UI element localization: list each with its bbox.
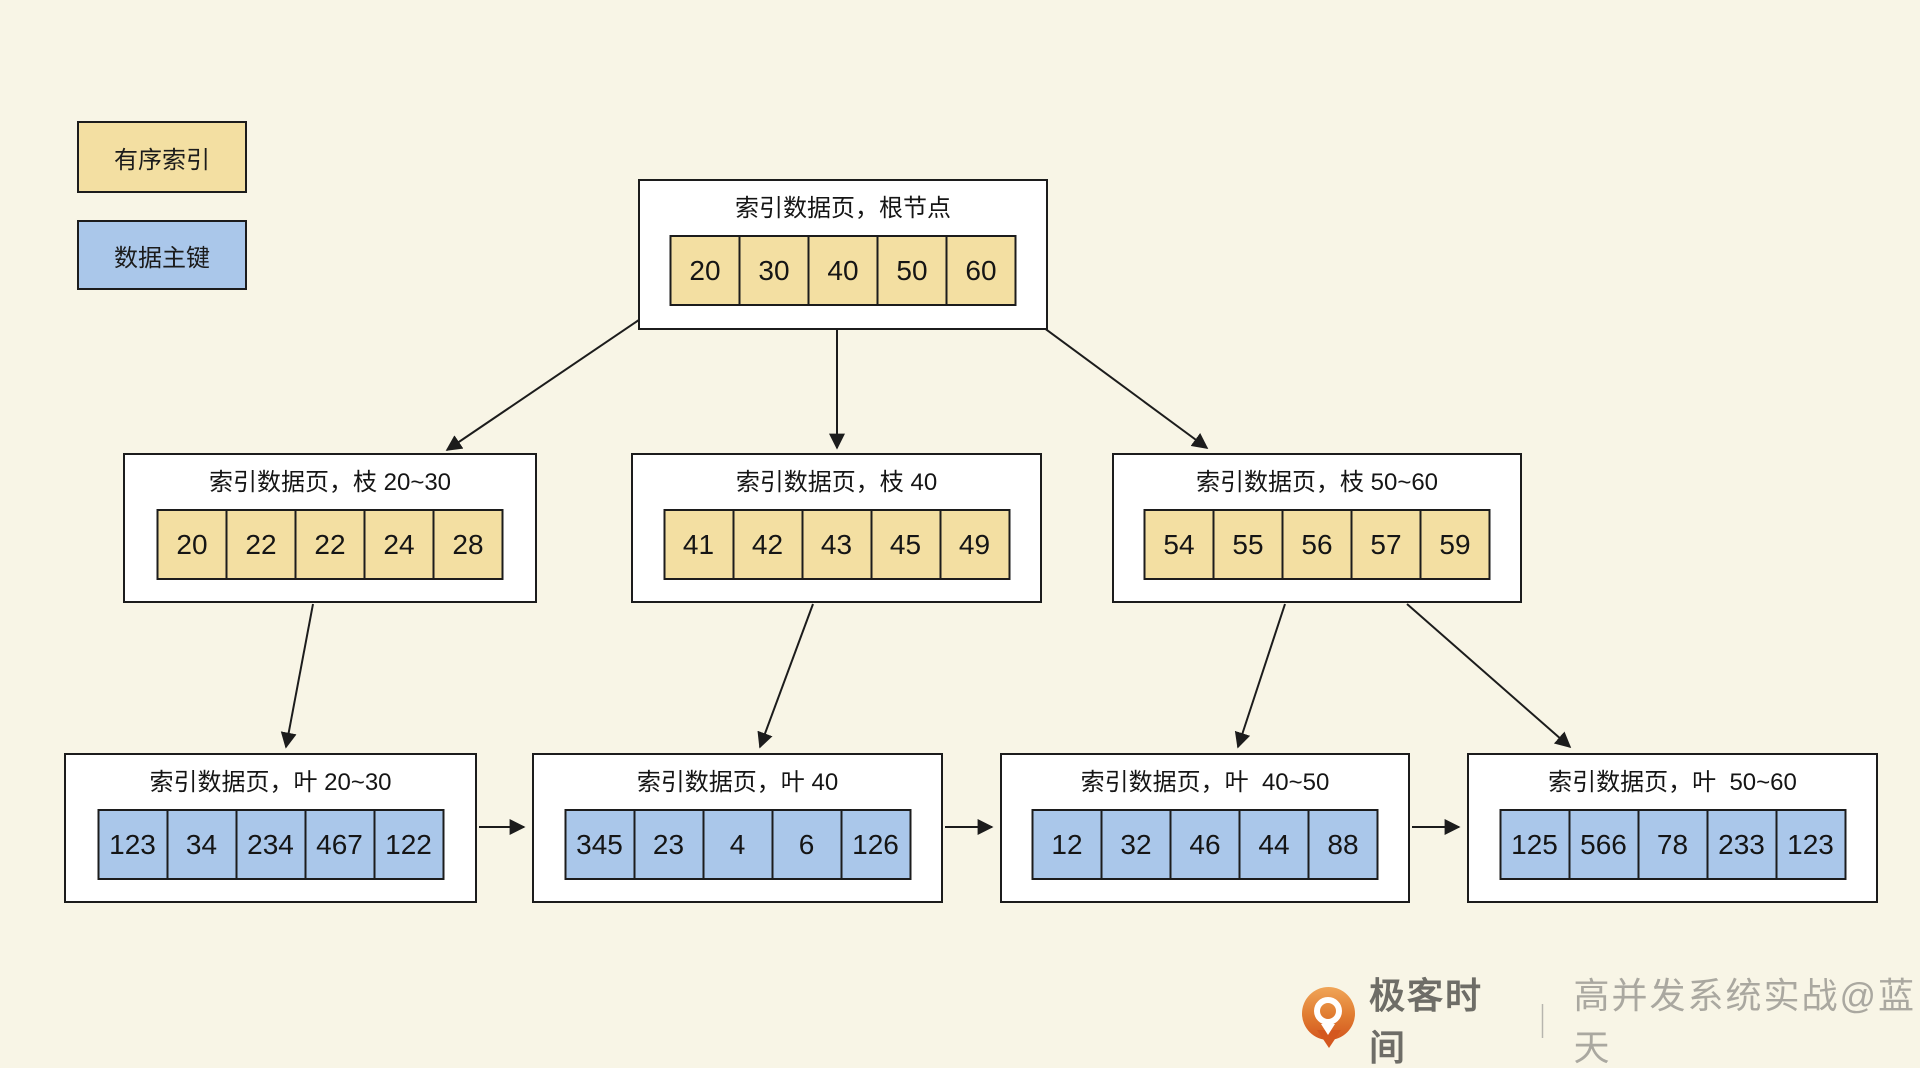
node-leaf-40-50-title: 索引数据页，叶 40~50 xyxy=(1080,769,1330,796)
primary-key-cell: 88 xyxy=(1307,809,1379,880)
index-cell: 54 xyxy=(1143,509,1215,580)
index-cell: 59 xyxy=(1419,509,1491,580)
index-cell: 56 xyxy=(1281,509,1353,580)
node-branch-50-60-cells: 54 55 56 57 59 xyxy=(1143,509,1491,580)
legend-primary-key-label: 数据主键 xyxy=(114,244,210,272)
primary-key-cell: 126 xyxy=(840,809,911,880)
node-leaf-20-30: 索引数据页，叶 20~30 123 34 234 467 122 xyxy=(64,753,477,903)
node-branch-40-cells: 41 42 43 45 49 xyxy=(663,509,1010,580)
index-cell: 30 xyxy=(738,235,810,306)
index-cell: 43 xyxy=(801,509,872,580)
watermark-separator: ｜ xyxy=(1525,1003,1560,1042)
primary-key-cell: 122 xyxy=(373,809,444,880)
node-branch-50-60: 索引数据页，枝 50~60 54 55 56 57 59 xyxy=(1112,453,1522,603)
index-cell: 57 xyxy=(1350,509,1422,580)
index-cell: 60 xyxy=(945,235,1017,306)
primary-key-cell: 44 xyxy=(1238,809,1310,880)
node-root-cells: 20 30 40 50 60 xyxy=(669,235,1017,306)
primary-key-cell: 12 xyxy=(1031,809,1103,880)
node-root-title: 索引数据页，根节点 xyxy=(735,195,951,222)
primary-key-cell: 123 xyxy=(97,809,168,880)
node-leaf-20-30-cells: 123 34 234 467 122 xyxy=(97,809,444,880)
primary-key-cell: 234 xyxy=(235,809,306,880)
primary-key-cell: 233 xyxy=(1706,809,1777,880)
node-leaf-40-50: 索引数据页，叶 40~50 12 32 46 44 88 xyxy=(1000,753,1410,903)
watermark: 极客时间 ｜ 高并发系统实战@蓝天 xyxy=(1301,975,1920,1068)
index-cell: 40 xyxy=(807,235,879,306)
node-leaf-50-60: 索引数据页，叶 50~60 125 566 78 233 123 xyxy=(1467,753,1878,903)
index-cell: 41 xyxy=(663,509,734,580)
legend-ordered-index-label: 有序索引 xyxy=(114,146,210,174)
index-cell: 49 xyxy=(939,509,1010,580)
arrow-branch3-to-leaf3 xyxy=(1234,603,1286,749)
logo-tail xyxy=(1321,1024,1335,1035)
legend-ordered-index: 有序索引 xyxy=(77,121,247,193)
primary-key-cell: 32 xyxy=(1100,809,1172,880)
legend-primary-key: 数据主键 xyxy=(77,220,247,290)
index-cell: 20 xyxy=(156,509,228,580)
primary-key-cell: 34 xyxy=(166,809,237,880)
node-branch-20-30-title: 索引数据页，枝 20~30 xyxy=(208,469,452,496)
index-cell: 22 xyxy=(225,509,297,580)
watermark-brand: 极客时间 xyxy=(1369,975,1484,1068)
primary-key-cell: 345 xyxy=(564,809,635,880)
primary-key-cell: 4 xyxy=(702,809,773,880)
node-branch-20-30-cells: 20 22 22 24 28 xyxy=(156,509,504,580)
primary-key-cell: 467 xyxy=(304,809,375,880)
node-leaf-40: 索引数据页，叶 40 345 23 4 6 126 xyxy=(532,753,943,903)
node-leaf-40-50-cells: 12 32 46 44 88 xyxy=(1031,809,1379,880)
index-cell: 20 xyxy=(669,235,741,306)
index-cell: 50 xyxy=(876,235,948,306)
index-cell: 45 xyxy=(870,509,941,580)
node-branch-40-title: 索引数据页，枝 40 xyxy=(735,469,938,496)
index-cell: 42 xyxy=(732,509,803,580)
node-leaf-20-30-title: 索引数据页，叶 20~30 xyxy=(149,769,392,796)
geektime-logo-icon xyxy=(1301,986,1357,1052)
logo-ring xyxy=(1314,997,1342,1025)
index-cell: 55 xyxy=(1212,509,1284,580)
node-leaf-40-cells: 345 23 4 6 126 xyxy=(564,809,911,880)
logo-pin-tip xyxy=(1317,1030,1341,1048)
arrow-branch1-to-leaf1 xyxy=(280,603,314,749)
index-cell: 22 xyxy=(294,509,366,580)
node-leaf-50-60-cells: 125 566 78 233 123 xyxy=(1499,809,1846,880)
watermark-caption: 高并发系统实战@蓝天 xyxy=(1573,975,1916,1068)
node-leaf-50-60-title: 索引数据页，叶 50~60 xyxy=(1548,769,1797,796)
node-branch-20-30: 索引数据页，枝 20~30 20 22 22 24 28 xyxy=(123,453,537,603)
node-branch-40: 索引数据页，枝 40 41 42 43 45 49 xyxy=(631,453,1042,603)
arrow-branch2-to-leaf2 xyxy=(757,603,814,749)
node-branch-50-60-title: 索引数据页，枝 50~60 xyxy=(1195,469,1439,496)
primary-key-cell: 46 xyxy=(1169,809,1241,880)
arrow-root-to-branch1 xyxy=(445,304,662,451)
arrow-branch3-to-leaf4 xyxy=(1406,603,1572,749)
primary-key-cell: 566 xyxy=(1568,809,1639,880)
primary-key-cell: 125 xyxy=(1499,809,1570,880)
primary-key-cell: 23 xyxy=(633,809,704,880)
primary-key-cell: 123 xyxy=(1775,809,1846,880)
node-leaf-40-title: 索引数据页，叶 40 xyxy=(636,769,839,796)
node-root: 索引数据页，根节点 20 30 40 50 60 xyxy=(638,179,1048,330)
index-cell: 28 xyxy=(432,509,504,580)
index-cell: 24 xyxy=(363,509,435,580)
primary-key-cell: 6 xyxy=(771,809,842,880)
primary-key-cell: 78 xyxy=(1637,809,1708,880)
